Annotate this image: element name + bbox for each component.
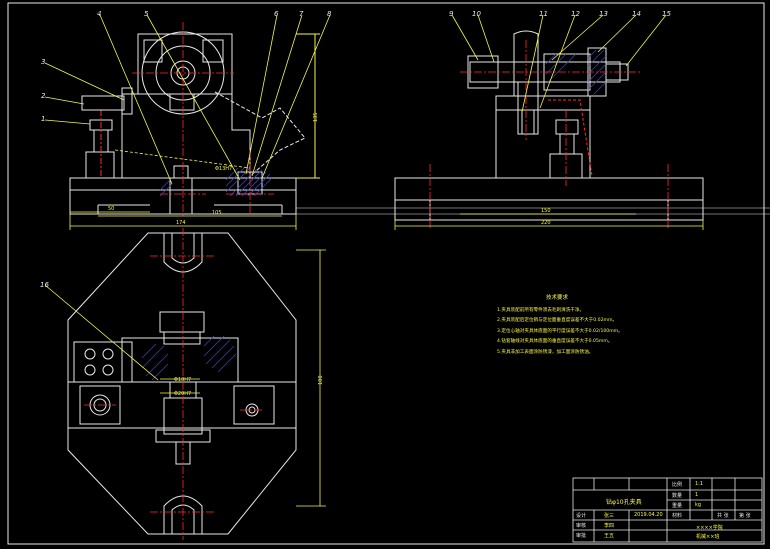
side-dimensions bbox=[394, 213, 704, 230]
dim-front-left: 50 bbox=[108, 206, 114, 212]
approver-label: 审批 bbox=[576, 533, 587, 539]
callout-13: 13 bbox=[599, 10, 608, 18]
qty-label: 数量 bbox=[672, 493, 683, 499]
scale-label: 比例 bbox=[672, 482, 683, 488]
designer-date: 2019.04.20 bbox=[634, 512, 663, 518]
front-dimensions bbox=[69, 207, 770, 230]
callout-8: 8 bbox=[327, 10, 332, 18]
front-clamp-arm bbox=[214, 91, 306, 179]
title-block-frame bbox=[572, 477, 763, 543]
callout-12: 12 bbox=[571, 10, 580, 18]
callout-15: 15 bbox=[662, 10, 671, 18]
scale-value: 1:1 bbox=[695, 481, 704, 487]
material-label: 材料 bbox=[672, 513, 683, 519]
front-leaders bbox=[44, 14, 331, 185]
side-hatching bbox=[545, 49, 607, 95]
callout-7: 7 bbox=[299, 10, 304, 18]
front-view bbox=[69, 31, 320, 215]
weight-value: kg bbox=[695, 502, 702, 508]
sheet2-label: 第 张 bbox=[739, 513, 751, 519]
approver-name: 王五 bbox=[604, 533, 615, 539]
note-line-2: 2.夹具装配后定位销与定位面垂直度误差不大于0.02mm。 bbox=[497, 318, 618, 323]
dim-side-inner: 150 bbox=[541, 208, 551, 214]
front-upright-bracket bbox=[121, 33, 251, 178]
dim-front-total: 174 bbox=[176, 220, 186, 226]
plan-view bbox=[67, 232, 297, 535]
weight-label: 重量 bbox=[672, 503, 683, 509]
callout-1: 1 bbox=[41, 115, 45, 123]
front-centerlines bbox=[132, 22, 274, 218]
plan-octagon-body bbox=[67, 232, 297, 535]
qty-value: 1 bbox=[695, 492, 699, 498]
side-leaders bbox=[451, 14, 667, 113]
note-line-1: 1.夹具装配前所有零件须去毛刺清洗干净。 bbox=[497, 307, 585, 313]
dim-plan-fit2: Φ20H7 bbox=[174, 391, 191, 397]
plan-dimensions bbox=[44, 249, 326, 507]
callout-14: 14 bbox=[632, 10, 641, 18]
note-line-3: 3.定位心轴对夹具体底面的平行度误差不大于0.02/100mm。 bbox=[497, 328, 623, 334]
note-line-4: 4.钻套轴线对夹具体底面的垂直度误差不大于0.05mm。 bbox=[497, 339, 613, 344]
dim-plan-fit: Φ10H7 bbox=[174, 377, 191, 383]
school-name: ××××学院 bbox=[696, 525, 723, 531]
dim-front-height: 135 bbox=[313, 112, 319, 122]
side-view bbox=[394, 30, 704, 221]
dim-side-total: 220 bbox=[541, 220, 551, 226]
dimension-labels: 174 105 50 135 Φ13H7 220 150 100 Φ10H7 Φ… bbox=[108, 112, 551, 397]
callout-10: 10 bbox=[472, 10, 481, 18]
callout-16: 16 bbox=[40, 281, 49, 289]
callout-11: 11 bbox=[539, 10, 548, 18]
drawing-name: 钻φ10孔夹具 bbox=[606, 499, 642, 506]
note-line-5: 5.夹具非加工表面涂防锈漆，加工面涂防锈油。 bbox=[497, 349, 594, 355]
plan-left-block bbox=[73, 341, 133, 383]
callout-5: 5 bbox=[144, 10, 149, 18]
callout-6: 6 bbox=[274, 10, 279, 18]
dim-front-inner: 105 bbox=[212, 210, 222, 216]
callout-4: 4 bbox=[97, 10, 101, 18]
designer-name: 张三 bbox=[604, 513, 615, 519]
drawing-border bbox=[7, 2, 765, 545]
callout-3: 3 bbox=[41, 58, 45, 66]
side-centerlines bbox=[429, 40, 669, 228]
plan-centerlines bbox=[84, 228, 264, 540]
side-base-plate bbox=[394, 177, 704, 221]
callout-2: 2 bbox=[41, 92, 46, 100]
side-upright bbox=[495, 30, 591, 178]
dim-plan-height: 100 bbox=[318, 375, 324, 385]
dim-front-fit: Φ13H7 bbox=[215, 166, 232, 172]
callout-9: 9 bbox=[449, 10, 454, 18]
checker-label: 审核 bbox=[576, 523, 587, 529]
plan-hatching bbox=[141, 335, 237, 381]
technical-requirements-title: 技术要求 bbox=[545, 295, 568, 301]
class-number: 机械××班 bbox=[696, 534, 720, 540]
callout-labels: 1 2 3 4 5 6 7 8 9 10 11 12 13 14 15 16 bbox=[40, 10, 671, 289]
designer-label: 设计 bbox=[576, 513, 587, 519]
checker-name: 李四 bbox=[604, 523, 615, 529]
sheet-label: 共 张 bbox=[717, 513, 729, 519]
technical-requirements: 技术要求 1.夹具装配前所有零件须去毛刺清洗干净。 2.夹具装配后定位销与定位面… bbox=[497, 293, 623, 358]
plan-nut-top bbox=[159, 311, 205, 333]
front-bushing-outer bbox=[141, 31, 225, 115]
